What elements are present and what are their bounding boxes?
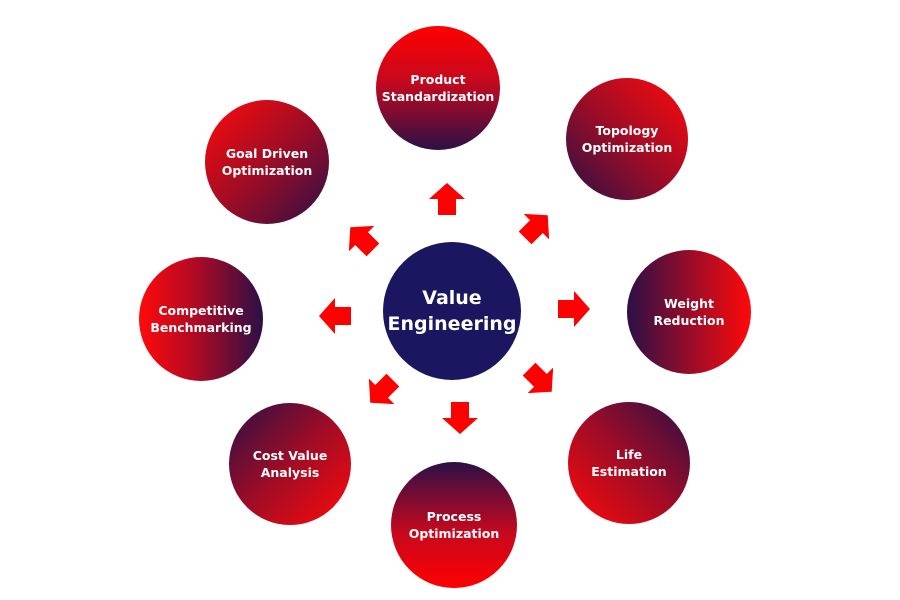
node-label: Topology Optimization — [581, 123, 673, 155]
node-weight-reduction: Weight Reduction — [627, 250, 751, 374]
node-life-estimation: Life Estimation — [568, 402, 690, 524]
node-competitive-benchmarking: Competitive Benchmarking — [139, 257, 263, 381]
center-node-label: Value Engineering — [387, 287, 517, 335]
arrow-to-product-standardization — [429, 183, 465, 215]
node-product-standardization: Product Standardization — [376, 26, 500, 150]
arrow-to-competitive-benchmarking — [319, 298, 351, 334]
center-node-value-engineering: Value Engineering — [383, 242, 521, 380]
arrow-to-weight-reduction — [558, 291, 590, 327]
node-label: Goal Driven Optimization — [221, 146, 313, 178]
node-label: Product Standardization — [381, 72, 495, 104]
node-process-optimization: Process Optimization — [391, 462, 517, 588]
arrow-to-life-estimation — [522, 362, 554, 394]
node-cost-value-analysis: Cost Value Analysis — [229, 403, 351, 525]
node-label: Life Estimation — [591, 447, 667, 479]
node-label: Process Optimization — [408, 509, 500, 541]
node-label: Competitive Benchmarking — [150, 303, 252, 335]
arrow-to-goal-driven-optimization — [348, 225, 380, 257]
arrow-to-process-optimization — [442, 402, 478, 434]
node-topology-optimization: Topology Optimization — [566, 78, 688, 200]
node-label: Cost Value Analysis — [252, 448, 328, 480]
node-goal-driven-optimization: Goal Driven Optimization — [205, 100, 329, 224]
arrow-to-topology-optimization — [518, 213, 550, 245]
node-label: Weight Reduction — [653, 296, 725, 328]
arrow-to-cost-value-analysis — [368, 373, 400, 405]
